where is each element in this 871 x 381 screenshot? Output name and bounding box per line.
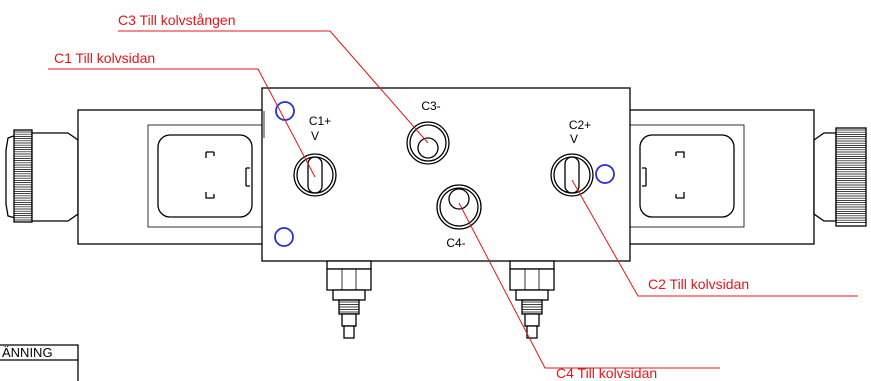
port-c3 [406, 121, 450, 165]
port-mode-c1: V [311, 129, 319, 143]
callout-c2: C2 Till kolvsidan [648, 276, 749, 292]
port-label-c1: C1+ [309, 114, 331, 128]
callout-c1: C1 Till kolvsidan [54, 50, 155, 66]
right-knurl [835, 127, 867, 227]
port-mode-c2: V [570, 132, 578, 146]
warning-box: ÄNNING [0, 344, 79, 381]
callout-c3: C3 Till kolvstången [118, 12, 236, 28]
port-label-c3: C3- [421, 99, 440, 113]
left-solenoid [5, 109, 265, 245]
port-c1 [293, 153, 337, 197]
right-solenoid [627, 109, 867, 245]
callout-leaders [48, 30, 858, 369]
port-label-c2: C2+ [569, 118, 591, 132]
mounting-hole-bottom-left [274, 227, 294, 247]
valve-block [261, 87, 631, 262]
port-c4 [436, 184, 482, 230]
callout-c4: C4 Till kolvsidan [556, 365, 657, 381]
port-label-c4: C4- [446, 236, 465, 250]
fitting-left [326, 260, 372, 339]
fitting-right [509, 260, 555, 339]
mounting-hole-right [595, 164, 615, 184]
warning-box-text: ÄNNING [2, 345, 53, 360]
port-c2 [550, 153, 594, 197]
